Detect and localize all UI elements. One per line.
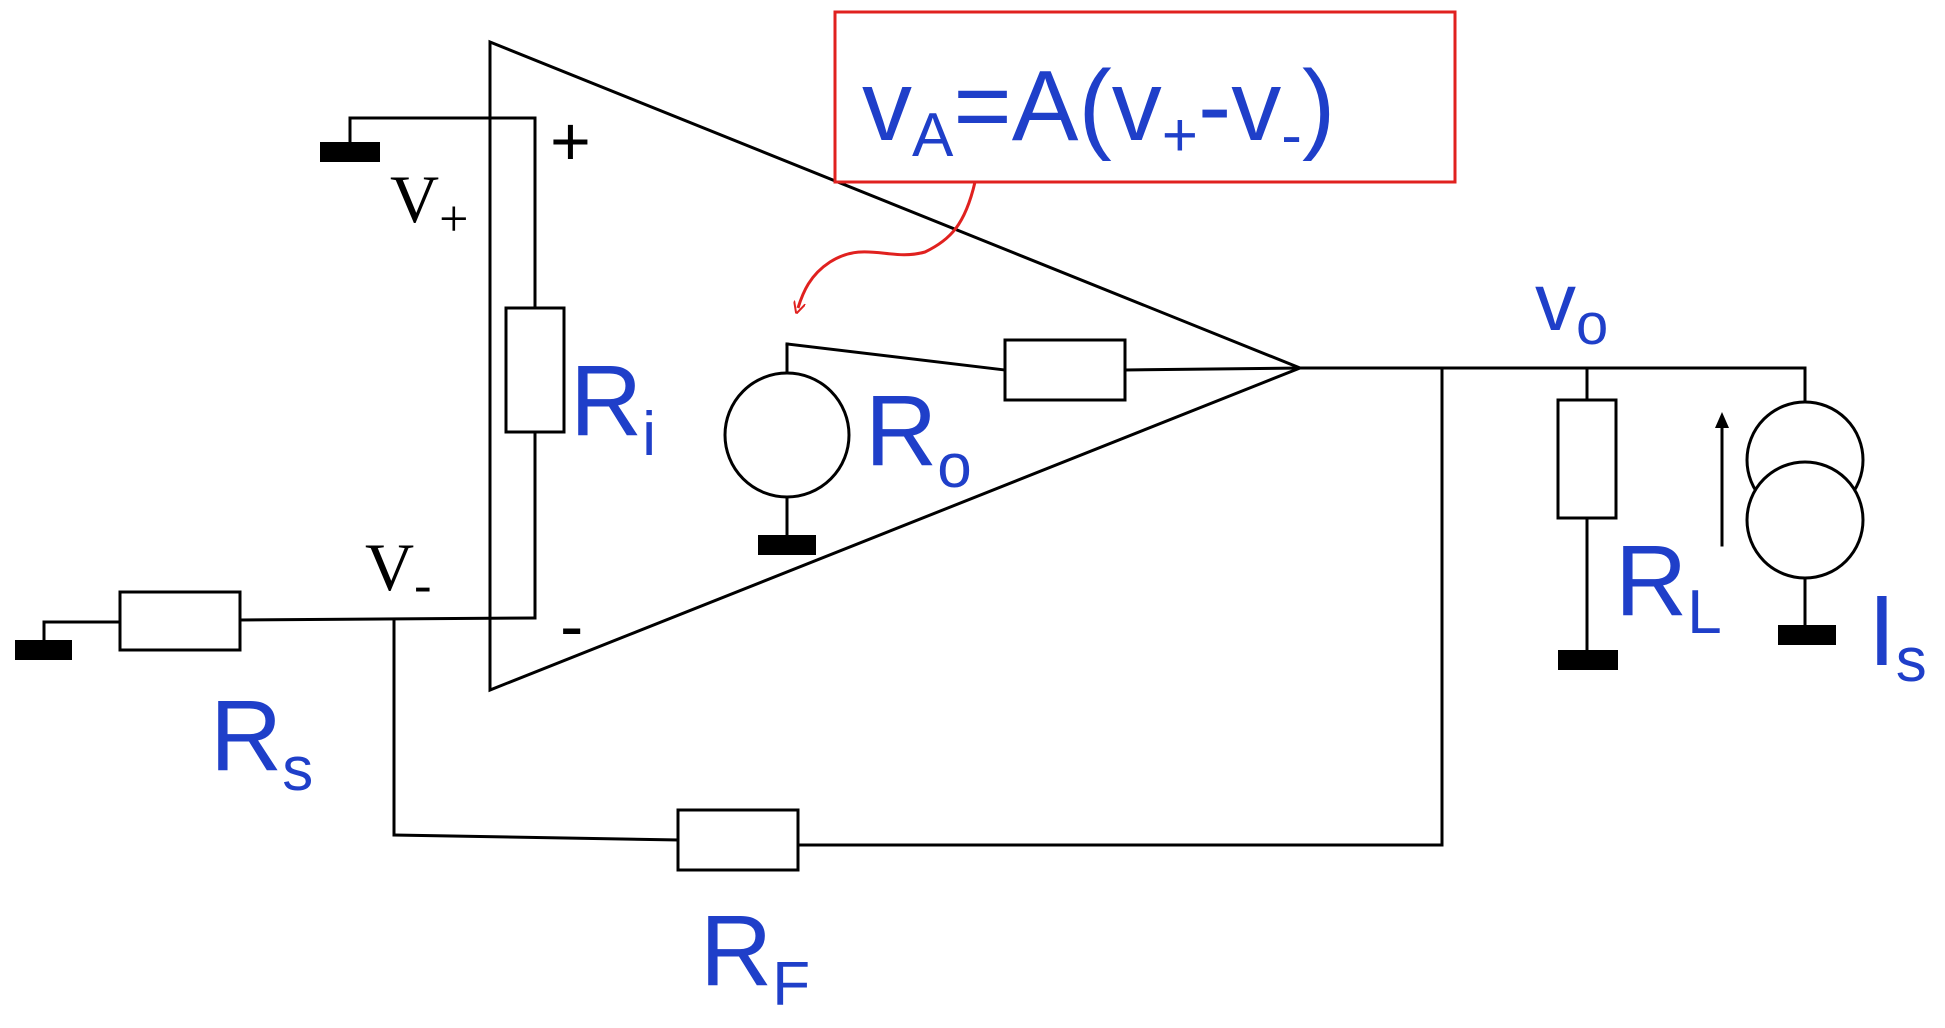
vo-label: vo xyxy=(1535,257,1608,357)
wire-minus-input xyxy=(238,616,537,622)
ri-label: Ri xyxy=(570,345,656,469)
opamp-triangle xyxy=(488,39,1305,693)
current-source-icon xyxy=(1745,460,1865,580)
wire-ro-to-output xyxy=(1123,366,1302,372)
ground-icon xyxy=(758,535,816,555)
rf-label: RF xyxy=(700,895,810,1019)
rl-label: RL xyxy=(1615,525,1722,647)
resistor-ro xyxy=(1003,338,1127,402)
ground-icon xyxy=(1778,625,1836,645)
plus-sign: + xyxy=(550,102,591,180)
ground-icon xyxy=(320,142,380,162)
minus-sign: - xyxy=(560,587,583,665)
ground-icon xyxy=(15,640,72,660)
equation-box xyxy=(833,10,1457,184)
wire-source-to-ro xyxy=(785,342,1007,372)
resistor-ri xyxy=(504,306,566,434)
resistor-rl xyxy=(1556,398,1618,520)
is-label: Is xyxy=(1868,575,1927,695)
resistor-rf xyxy=(676,808,800,872)
rs-label: Rs xyxy=(210,680,313,804)
v-minus-label: V- xyxy=(365,529,431,614)
equation-text: vA=A(v+-v-) xyxy=(862,50,1335,170)
resistor-rs xyxy=(118,590,242,652)
annotation-arrow xyxy=(798,181,977,308)
wire-feedback-left xyxy=(392,833,680,842)
arrow-up-icon xyxy=(1715,412,1729,428)
ro-label: Ro xyxy=(865,375,972,501)
v-plus-label: V+ xyxy=(390,161,468,248)
ground-icon xyxy=(1558,650,1618,670)
voltage-source-icon xyxy=(723,371,851,499)
